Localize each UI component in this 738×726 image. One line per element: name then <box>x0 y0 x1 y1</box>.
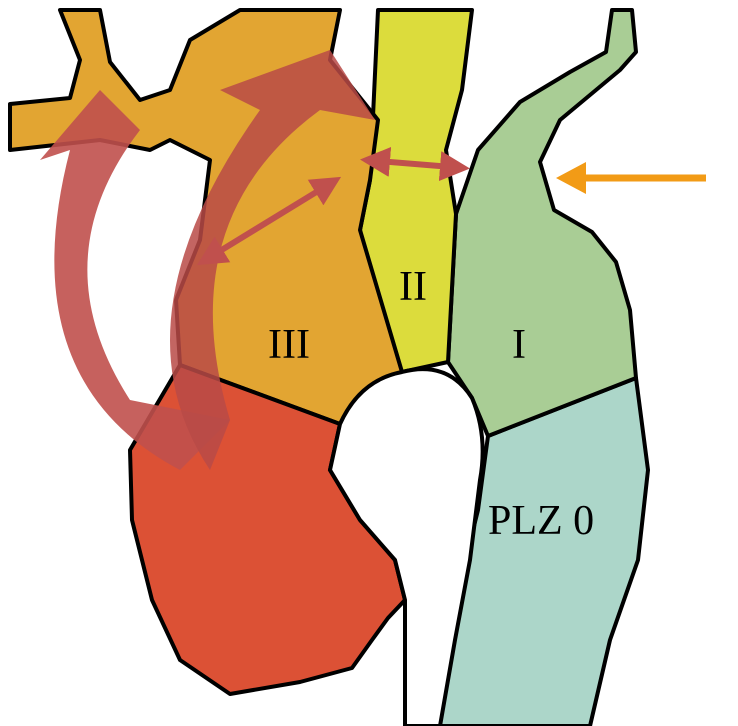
zone-1-segment <box>448 10 636 436</box>
zone-1-label: I <box>512 322 526 368</box>
zone-0-label: PLZ 0 <box>488 498 594 544</box>
orange-arrow <box>556 162 706 194</box>
zone-3-label: III <box>268 322 310 368</box>
zone-2-label: II <box>399 264 427 310</box>
